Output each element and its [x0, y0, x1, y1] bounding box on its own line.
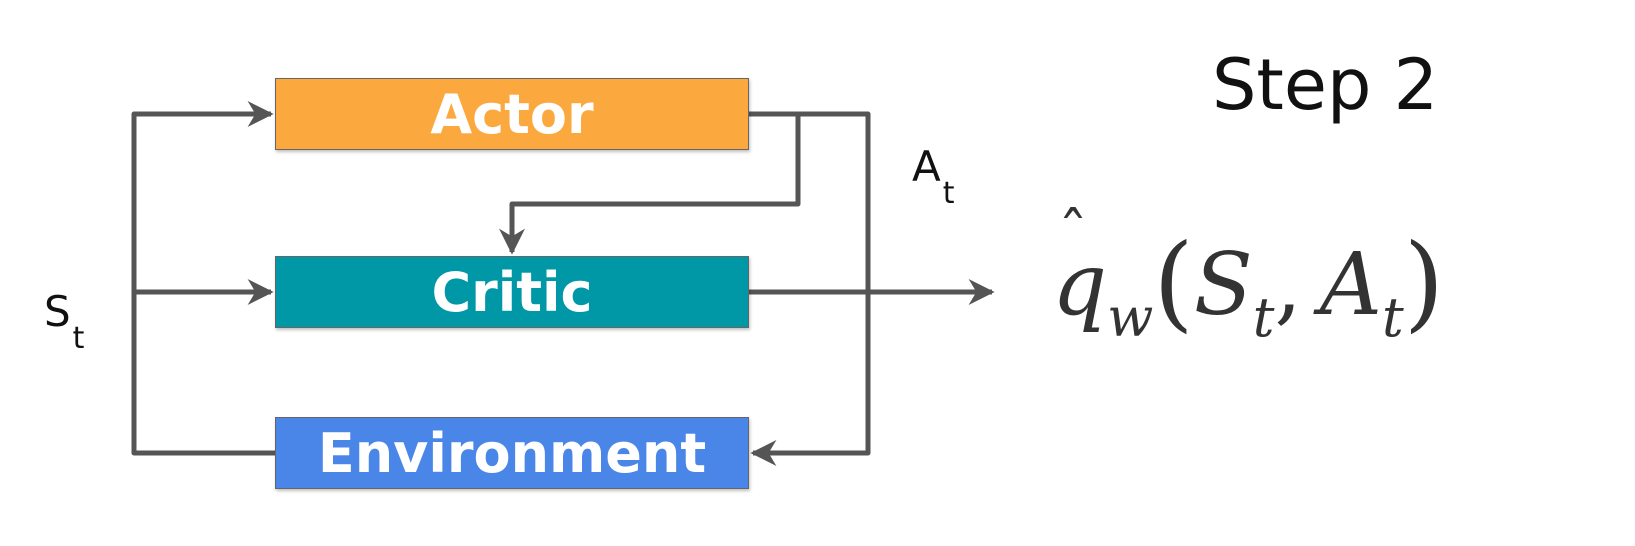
action-label: At	[912, 146, 955, 209]
formula-arg2-sub: t	[1381, 286, 1404, 349]
formula-separator: ,	[1274, 235, 1302, 335]
state-label-main: S	[44, 287, 71, 336]
critic-box: Critic	[275, 256, 749, 328]
formula-arg2: A	[1319, 235, 1382, 335]
action-bus-line	[749, 111, 871, 466]
formula-close-paren: )	[1403, 221, 1445, 343]
formula-function-letter: q	[1052, 235, 1108, 335]
formula-open-paren: (	[1153, 221, 1194, 343]
formula-function-sub: w	[1107, 286, 1154, 349]
state-label: St	[44, 291, 84, 354]
formula-arg1-sub: t	[1252, 286, 1275, 349]
actor-to-critic-arrow	[499, 114, 801, 255]
environment-box: Environment	[275, 417, 749, 489]
formula-arg1: S	[1193, 235, 1253, 335]
action-label-sub: t	[942, 176, 955, 211]
state-bus-line	[131, 101, 275, 456]
formula-hat: ˆ	[1058, 200, 1088, 270]
step-title: Step 2	[1212, 44, 1439, 126]
state-label-sub: t	[72, 321, 85, 356]
action-label-main: A	[912, 142, 941, 191]
actor-box: Actor	[275, 78, 749, 150]
